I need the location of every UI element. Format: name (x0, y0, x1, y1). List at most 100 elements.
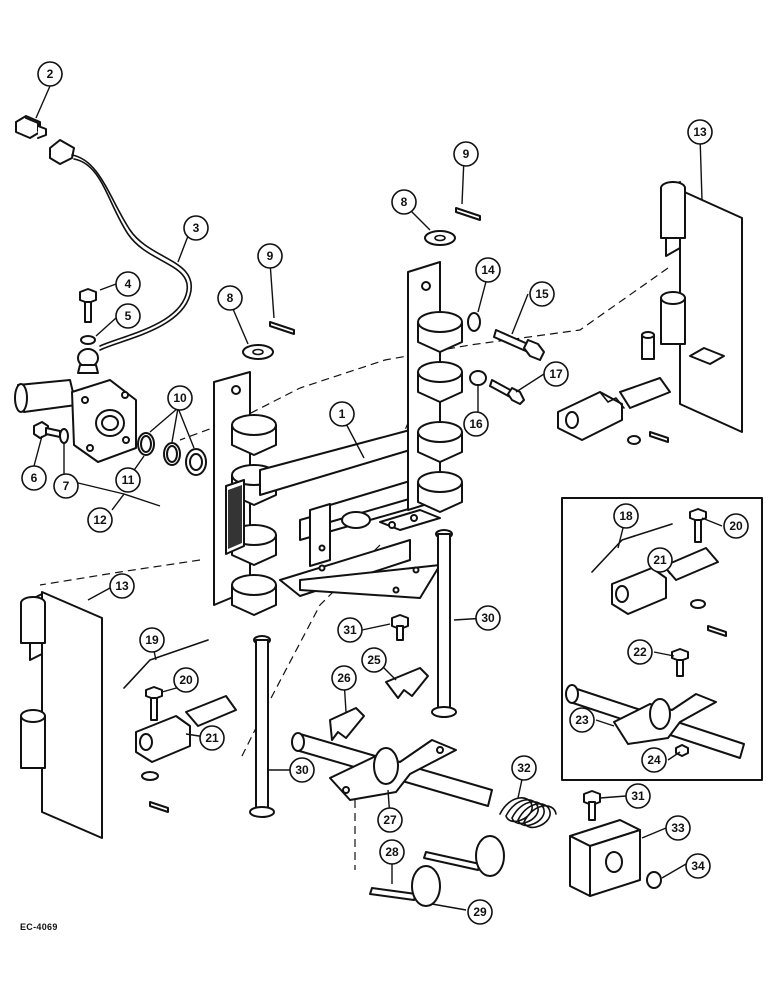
callout-24-label: 24 (647, 753, 661, 767)
callout-31-upper: 31 (337, 617, 363, 643)
callout-34-label: 34 (691, 859, 705, 873)
callout-19-label: 19 (145, 633, 159, 647)
callout-30-left-label: 30 (295, 763, 309, 777)
callout-12: 12 (87, 507, 113, 533)
seals-10-11 (137, 432, 207, 476)
callout-15-label: 15 (535, 287, 549, 301)
callout-7-label: 7 (63, 479, 70, 493)
bolt-31-lower (583, 790, 601, 821)
callout-2: 2 (37, 61, 63, 87)
callout-28-label: 28 (385, 845, 399, 859)
callout-3: 3 (183, 215, 209, 241)
callout-20-right: 20 (723, 513, 749, 539)
shaft-27 (291, 732, 493, 807)
o-ring-34 (646, 871, 662, 889)
callout-23: 23 (569, 707, 595, 733)
callout-25-label: 25 (367, 653, 381, 667)
callout-30-left: 30 (289, 757, 315, 783)
callout-14: 14 (475, 257, 501, 283)
callout-11: 11 (115, 467, 141, 493)
callout-5: 5 (115, 303, 141, 329)
door-panel-13-right (641, 181, 743, 433)
callout-27: 27 (377, 807, 403, 833)
callout-16-label: 16 (469, 417, 483, 431)
washer-7 (59, 428, 69, 444)
callout-16: 16 (463, 411, 489, 437)
callout-5-label: 5 (125, 309, 132, 323)
callout-31-lower-label: 31 (631, 789, 645, 803)
bolt-17 (489, 379, 525, 405)
callout-20-left: 20 (173, 667, 199, 693)
block-33 (569, 819, 641, 897)
washer-16 (469, 370, 487, 386)
pin-30-left (249, 635, 275, 818)
callout-25: 25 (361, 647, 387, 673)
bolt-31-upper (391, 614, 409, 641)
callout-17: 17 (543, 361, 569, 387)
callout-26-label: 26 (337, 671, 351, 685)
hinge-upper-right (557, 377, 671, 445)
callout-28: 28 (379, 839, 405, 865)
frame-left-post (213, 371, 277, 616)
callout-34: 34 (685, 853, 711, 879)
frame-right-post (407, 261, 463, 513)
callout-33-label: 33 (671, 821, 685, 835)
cotter-pin-9-left (269, 321, 295, 335)
callout-21-left: 21 (199, 725, 225, 751)
callout-8-left: 8 (217, 285, 243, 311)
callout-1-label: 1 (339, 407, 346, 421)
hinge-assembly-19 (123, 639, 237, 813)
callout-8-left-label: 8 (227, 291, 234, 305)
callout-9-right-label: 9 (463, 147, 470, 161)
callout-14-label: 14 (481, 263, 495, 277)
callout-11-label: 11 (122, 473, 135, 487)
clip-26 (329, 707, 365, 741)
callout-29: 29 (467, 899, 493, 925)
callout-30-right-label: 30 (481, 611, 495, 625)
frame-body (259, 429, 441, 599)
callout-31-upper-label: 31 (343, 623, 357, 637)
hose-3 (49, 139, 193, 374)
callout-10: 10 (167, 385, 193, 411)
callout-3-label: 3 (193, 221, 200, 235)
callout-21-right-label: 21 (653, 553, 667, 567)
callout-6: 6 (21, 465, 47, 491)
callout-10-label: 10 (173, 391, 187, 405)
pin-29 (369, 865, 441, 907)
spring-32 (499, 797, 557, 829)
callout-23-label: 23 (575, 713, 589, 727)
washer-5 (80, 335, 96, 345)
callout-22-label: 22 (633, 645, 647, 659)
bolt-6 (33, 421, 61, 439)
washer-8-right (424, 230, 456, 246)
callout-18: 18 (613, 503, 639, 529)
callout-4-label: 4 (125, 277, 132, 291)
leader-lines (33, 85, 723, 911)
callout-33: 33 (665, 815, 691, 841)
callout-13-left-label: 13 (115, 579, 129, 593)
callout-9-right: 9 (453, 141, 479, 167)
callout-1: 1 (329, 401, 355, 427)
fitting-2 (15, 115, 47, 139)
callout-20-right-label: 20 (729, 519, 743, 533)
callout-8-right: 8 (391, 189, 417, 215)
callout-12-label: 12 (93, 513, 107, 527)
callout-22: 22 (627, 639, 653, 665)
callout-21-right: 21 (647, 547, 673, 573)
callout-15: 15 (529, 281, 555, 307)
callout-31-lower: 31 (625, 783, 651, 809)
callout-32-label: 32 (517, 761, 531, 775)
bolt-15 (493, 329, 545, 361)
callout-29-label: 29 (473, 905, 487, 919)
washer-8-left (242, 344, 274, 360)
callout-6-label: 6 (31, 471, 38, 485)
cotter-pin-9-right (455, 207, 481, 221)
callout-7: 7 (53, 473, 79, 499)
cylinder-12 (14, 379, 137, 463)
callout-13-left: 13 (109, 573, 135, 599)
callout-8-right-label: 8 (401, 195, 408, 209)
callout-2-label: 2 (47, 67, 54, 81)
callout-18-label: 18 (619, 509, 633, 523)
callout-27-label: 27 (383, 813, 397, 827)
